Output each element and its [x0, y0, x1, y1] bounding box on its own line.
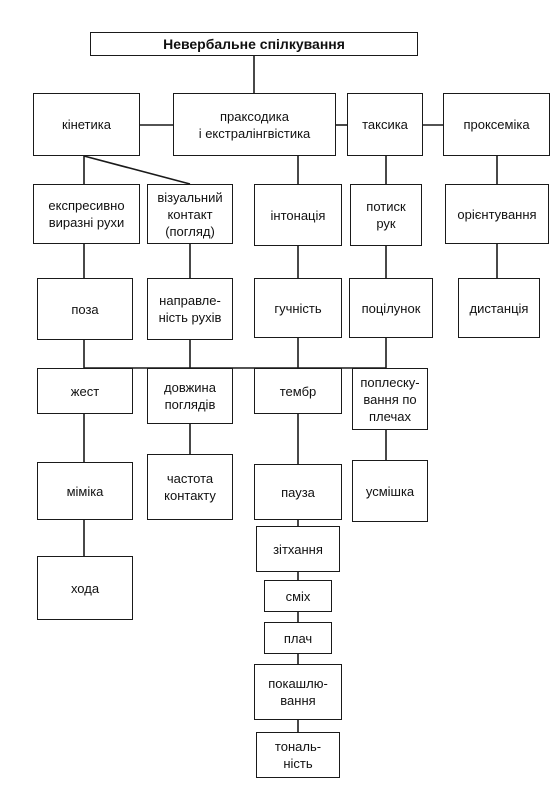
box-gait: хода — [37, 556, 133, 620]
box-orientation: орієнтування — [445, 184, 549, 244]
box-patting: поплеску- вання по плечах — [352, 368, 428, 430]
box-gesture: жест — [37, 368, 133, 414]
box-smile: усмішка — [352, 460, 428, 522]
box-handshake: потиск рук — [350, 184, 422, 246]
header-proxemics: проксеміка — [443, 93, 550, 156]
box-distance: дистанція — [458, 278, 540, 338]
box-timbre: тембр — [254, 368, 342, 414]
header-proxodics: праксодика і екстралінгвістика — [173, 93, 336, 156]
box-tonality: тональ- ність — [256, 732, 340, 778]
box-loudness: гучність — [254, 278, 342, 338]
box-gaze-length: довжина поглядів — [147, 368, 233, 424]
box-pause: пауза — [254, 464, 342, 520]
box-kiss: поцілунок — [349, 278, 433, 338]
header-kinetics: кінетика — [33, 93, 140, 156]
box-pose: поза — [37, 278, 133, 340]
box-intonation: інтонація — [254, 184, 342, 246]
diagram-title: Невербальне спілкування — [90, 32, 418, 56]
box-laughter: сміх — [264, 580, 332, 612]
box-mimics: міміка — [37, 462, 133, 520]
box-movement-direction: направле- ність рухів — [147, 278, 233, 340]
box-coughing: покашлю- вання — [254, 664, 342, 720]
box-sigh: зітхання — [256, 526, 340, 572]
connector — [83, 155, 191, 185]
box-crying: плач — [264, 622, 332, 654]
box-visual-contact: візуальний контакт (погляд) — [147, 184, 233, 244]
box-expressive-movements: експресивно виразні рухи — [33, 184, 140, 244]
header-taxics: таксика — [347, 93, 423, 156]
box-contact-frequency: частота контакту — [147, 454, 233, 520]
